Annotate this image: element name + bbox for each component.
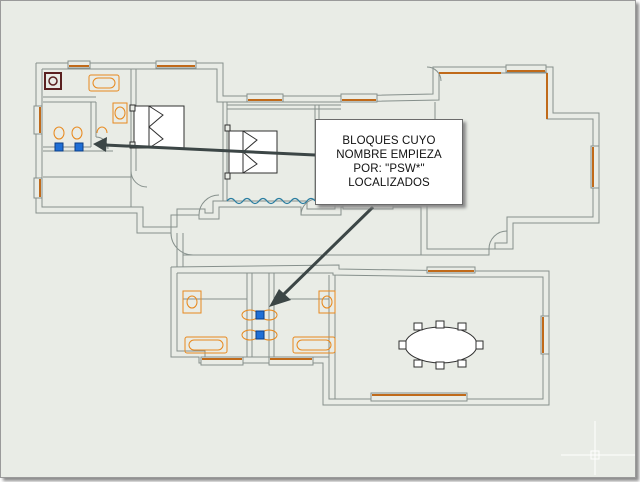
callout-line-4: LOCALIZADOS — [348, 177, 430, 189]
crosshair-ucs-icon — [561, 421, 635, 475]
callout-arrows — [93, 137, 375, 307]
callout-line-3: POR: "PSW*" — [353, 163, 425, 175]
callout-box: BLOQUES CUYO NOMBRE EMPIEZA POR: "PSW*" … — [315, 119, 463, 205]
dining-table-icon — [398, 320, 484, 370]
found-psw-blocks[interactable] — [54, 142, 265, 340]
bath-fixtures-lower — [182, 290, 336, 354]
psw-block-4 — [255, 330, 265, 340]
psw-block-1 — [54, 142, 64, 152]
connector-walls — [176, 233, 489, 267]
bath-fixtures-upper — [53, 74, 128, 140]
outer-walls-lower — [170, 264, 550, 406]
window-glazing — [39, 65, 594, 396]
callout-line-2: NOMBRE EMPIEZA — [336, 149, 442, 161]
callout-line-1: BLOQUES CUYO — [342, 135, 436, 147]
windows — [33, 60, 600, 402]
outer-walls-upper — [35, 62, 600, 256]
floor-plan-canvas[interactable] — [1, 1, 635, 477]
bed-main-icon — [129, 104, 185, 149]
psw-block-3 — [255, 310, 265, 320]
stove-icon — [44, 72, 62, 90]
psw-block-2 — [74, 142, 84, 152]
